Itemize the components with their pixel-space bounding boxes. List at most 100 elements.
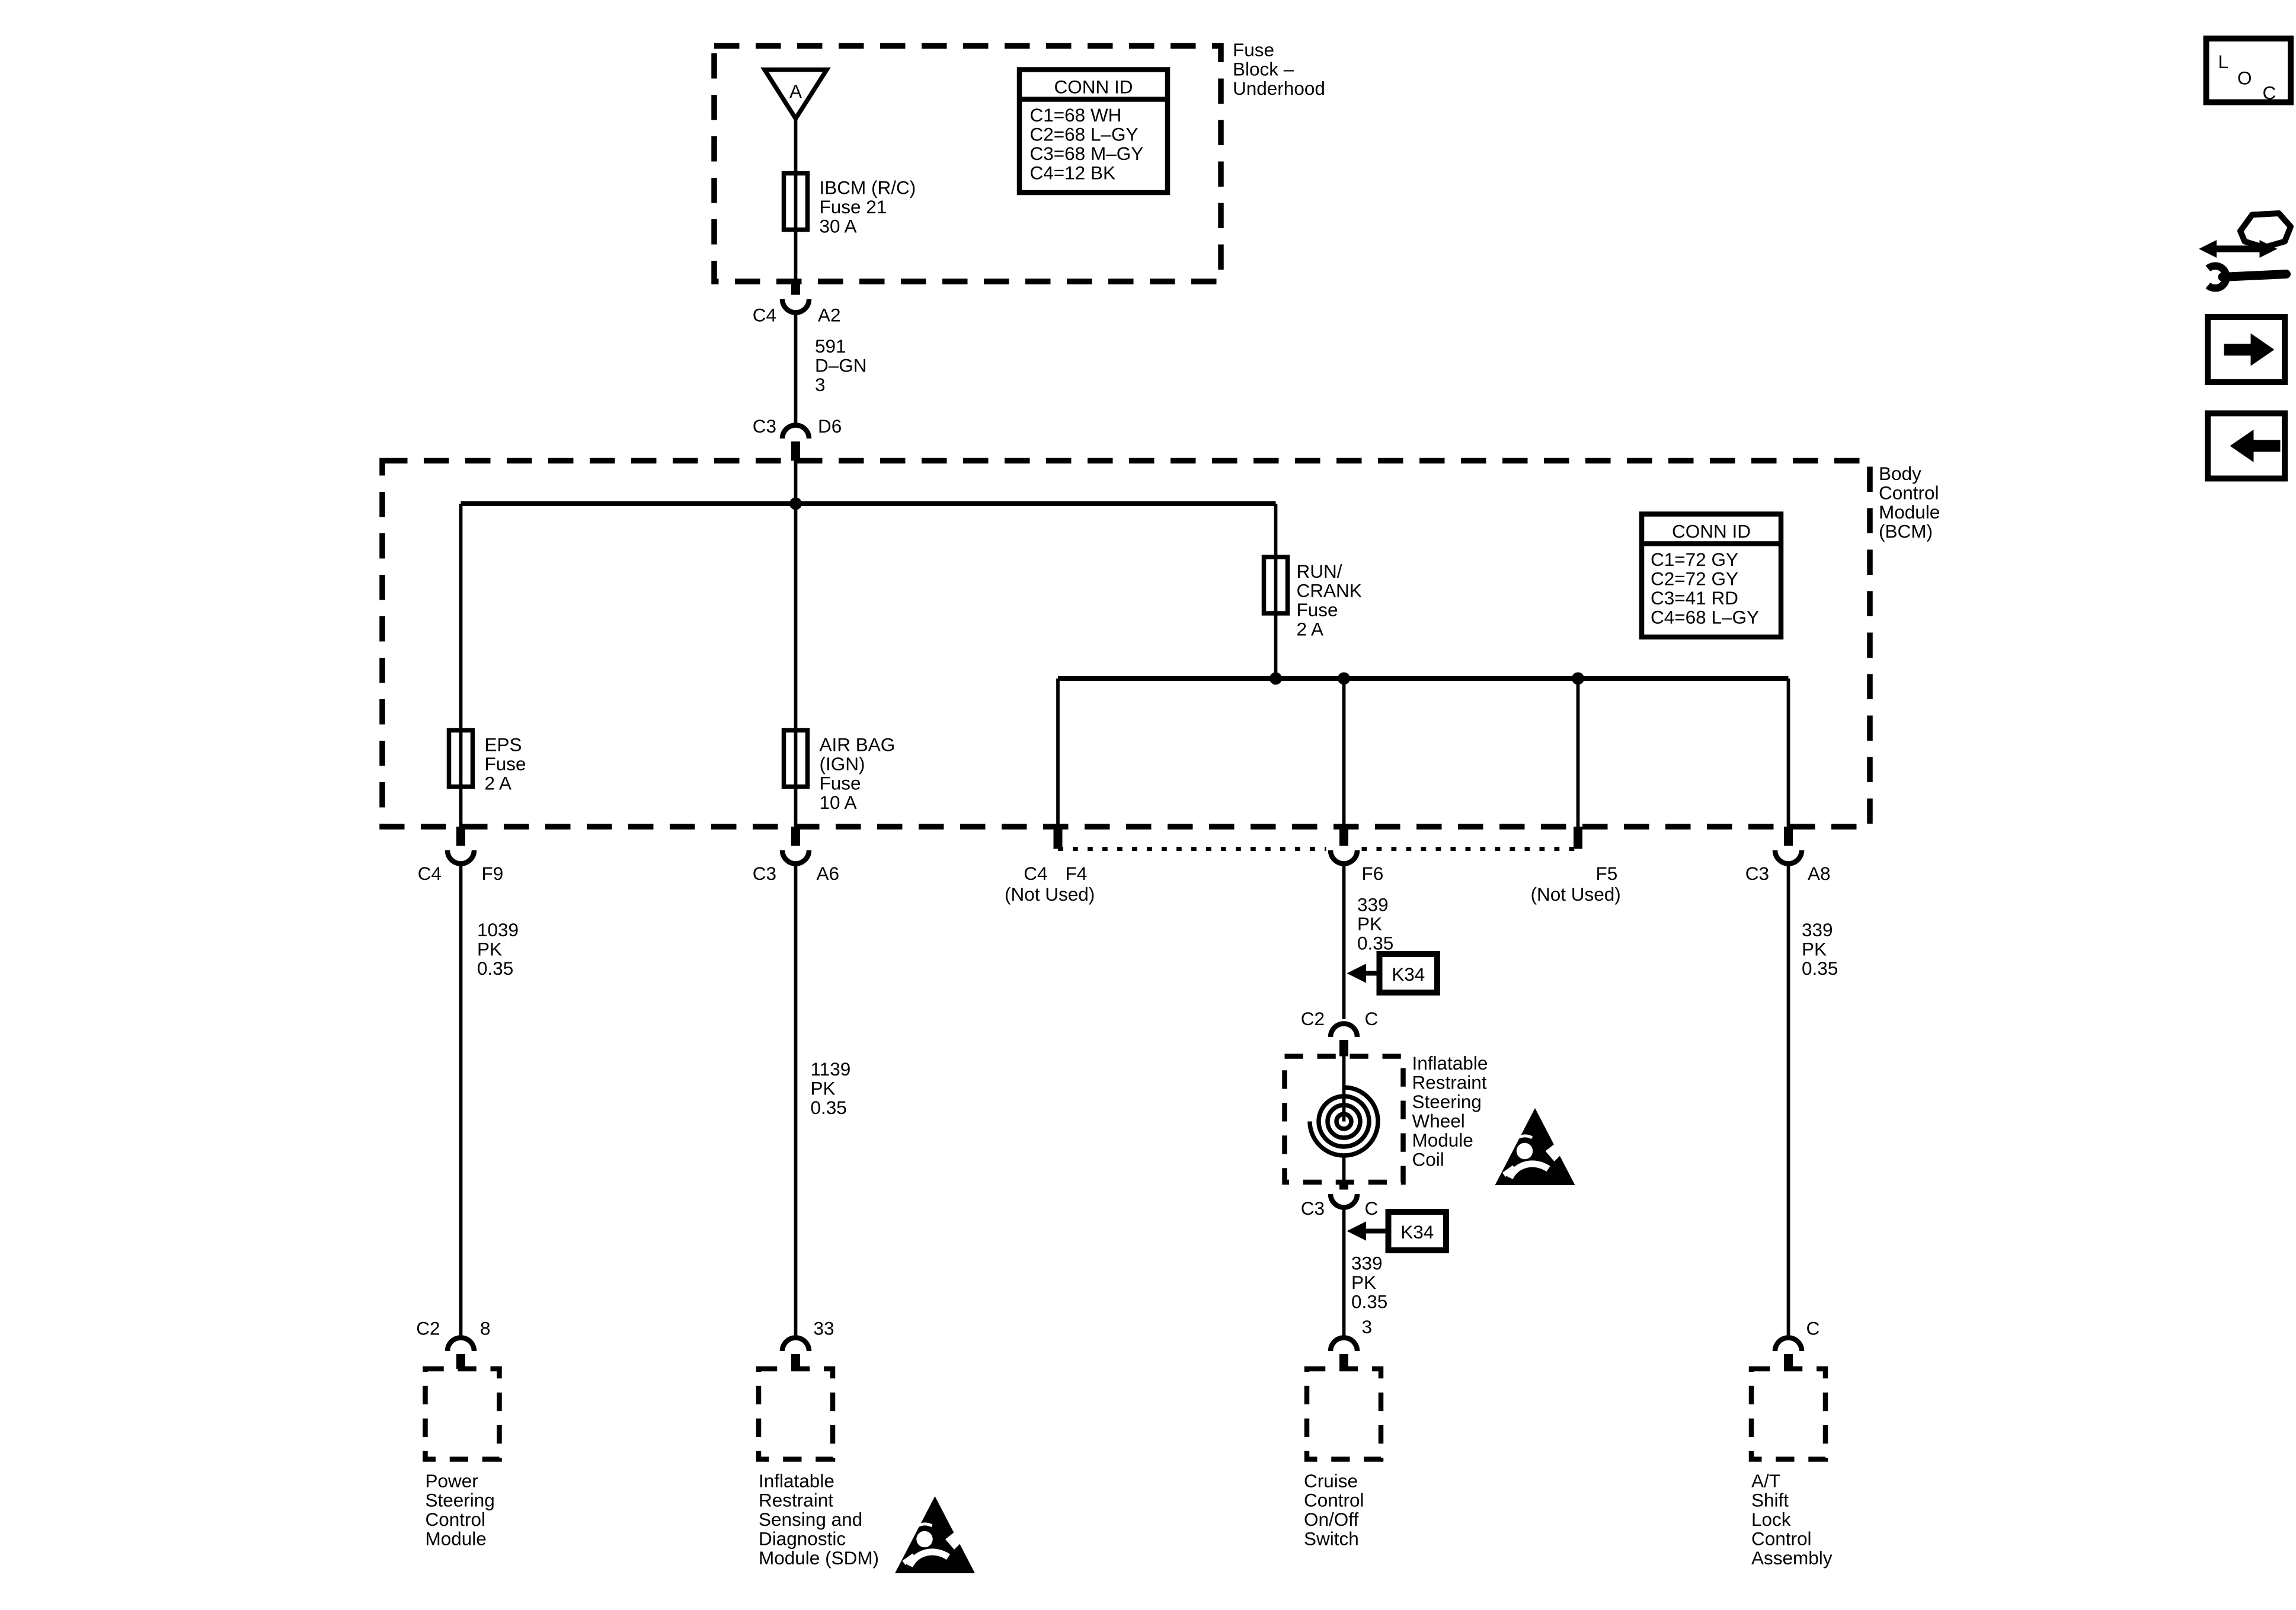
branch-f5-not-used: F5 (Not Used) <box>1531 826 1621 905</box>
connector-arc-c2-8 <box>445 1335 477 1352</box>
module-label: Restraint <box>759 1490 833 1511</box>
module-label: A/T <box>1751 1470 1780 1491</box>
connector-label-left: C2 <box>1301 1008 1325 1029</box>
coil-spiral <box>1334 1112 1354 1131</box>
wire-color: D–GN <box>815 355 867 376</box>
pin-label-left: C2 <box>416 1318 440 1339</box>
eps-fuse-label: EPS <box>485 734 522 755</box>
double-arrow-left-head <box>2199 239 2217 258</box>
fuse-block-title: Underhood <box>1233 78 1325 99</box>
module-label: Assembly <box>1751 1547 1833 1569</box>
wire-circuit-number: 339 <box>1802 919 1833 940</box>
sdm-module-box <box>756 1366 836 1462</box>
wire-circuit-number: 339 <box>1351 1253 1383 1274</box>
conn-id-row: C4=68 L–GY <box>1651 606 1759 628</box>
ibcm-fuse-label: 30 A <box>820 216 857 237</box>
connector-label-left: C3 <box>753 415 776 437</box>
wire-circuit-number: 591 <box>815 335 846 357</box>
air-bag-fuse-label: Fuse <box>820 773 861 794</box>
ibcm-fuse-label: IBCM (R/C) <box>820 177 916 199</box>
conn-id-title: CONN ID <box>1672 520 1751 542</box>
cruise-switch-box <box>1304 1366 1384 1462</box>
module-label: Switch <box>1304 1528 1359 1550</box>
connector-label-left: C4 <box>418 863 442 884</box>
wire-circuit-number: 1139 <box>811 1058 851 1080</box>
nav-icons: L O C <box>2199 35 2294 482</box>
coil-spiral <box>1325 1103 1363 1140</box>
loc-box[interactable] <box>2203 35 2294 105</box>
run-crank-fuse-label: RUN/ <box>1297 561 1342 582</box>
junction-dot <box>1338 672 1350 685</box>
k34-box <box>1385 1208 1450 1253</box>
bcm-title: Body <box>1879 463 1921 484</box>
module-label: On/Off <box>1304 1509 1358 1530</box>
coil-label: Module <box>1412 1129 1473 1151</box>
sir-warning-triangle <box>895 1496 975 1573</box>
wire-circuit-number: 1039 <box>477 919 519 940</box>
connector-arc-c3-c <box>1328 1193 1360 1210</box>
sir-warning-triangle <box>1495 1108 1575 1185</box>
wire-color: PK <box>1351 1272 1376 1293</box>
branch-cruise: F6 339 PK 0.35 K34 C2 C Inflatable Restr… <box>1282 826 1575 1550</box>
connector-arc-c3-a8 <box>1772 850 1805 866</box>
shift-lock-box <box>1748 1366 1828 1462</box>
run-crank-fuse-label: CRANK <box>1297 580 1362 601</box>
k34-box <box>1376 950 1441 996</box>
connector-label-right: A6 <box>817 863 840 884</box>
connector-arc-c <box>1772 1335 1805 1352</box>
conn-id-box <box>1639 511 1784 640</box>
left-arrow-head-icon <box>2230 429 2254 462</box>
connector-arc-c2-c <box>1328 1021 1360 1038</box>
fuse-block-underhood: Fuse Block – Underhood A IBCM (R/C) Fuse… <box>711 39 1325 284</box>
eps-fuse-label: 2 A <box>485 773 512 794</box>
next-page-box[interactable] <box>2205 313 2288 385</box>
connector-label-left: C4 <box>1024 863 1047 884</box>
connector-outline-icon <box>2237 210 2294 251</box>
pin-label-right: C <box>1806 1318 1820 1339</box>
loc-button[interactable]: L O C <box>2203 35 2294 105</box>
wire-circuit-number: 339 <box>1357 894 1389 916</box>
run-crank-fuse-label: 2 A <box>1297 618 1324 639</box>
prev-page-button[interactable] <box>2205 410 2288 482</box>
conn-id-title: CONN ID <box>1054 76 1133 98</box>
connector-label-right: C <box>1365 1008 1379 1029</box>
module-label: Shift <box>1751 1490 1789 1511</box>
connector-label-right: F4 <box>1066 863 1088 884</box>
diagnostic-tool-icon[interactable] <box>2199 210 2294 292</box>
right-arrow-head-icon <box>2250 333 2275 366</box>
connector-label-right: A2 <box>818 305 841 326</box>
connector-arc-3 <box>1328 1335 1360 1352</box>
conn-id-row: C3=41 RD <box>1651 587 1738 609</box>
bcm-title: Control <box>1879 482 1939 503</box>
pin-label-right: 33 <box>814 1318 834 1339</box>
conn-id-row: C1=68 WH <box>1030 104 1122 126</box>
pin-label-right: 8 <box>480 1318 491 1339</box>
module-label: Sensing and <box>759 1509 862 1530</box>
connector-label-right: F6 <box>1362 863 1384 884</box>
connector-label-left: C3 <box>1745 863 1769 884</box>
power-feed-triangle <box>760 67 831 123</box>
loc-letter-l: L <box>2218 51 2229 72</box>
k34-label: K34 <box>1392 964 1425 985</box>
next-page-button[interactable] <box>2205 313 2288 385</box>
loc-letter-c: C <box>2263 82 2276 104</box>
fuse-block-title: Block – <box>1233 59 1294 80</box>
run-crank-fuse-label: Fuse <box>1297 599 1338 620</box>
bcm-dashed-box <box>379 457 1873 830</box>
fuse-block-title: Fuse <box>1233 39 1274 60</box>
connector-label-right: A8 <box>1808 863 1831 884</box>
prev-page-box[interactable] <box>2205 410 2288 482</box>
k34-label: K34 <box>1400 1221 1434 1243</box>
connector-label-left: C3 <box>1301 1198 1325 1219</box>
wire-gauge: 3 <box>815 374 826 395</box>
coil-label: Restraint <box>1412 1072 1487 1093</box>
wire-gauge: 0.35 <box>1357 933 1393 954</box>
wire-color: PK <box>811 1078 836 1099</box>
branch-sdm: C3 A6 1139 PK 0.35 33 Inflatable Restrai… <box>753 826 975 1573</box>
connector-arc-f6 <box>1328 850 1360 866</box>
air-bag-fuse-label: AIR BAG <box>820 734 896 755</box>
wire-gauge: 0.35 <box>1351 1291 1387 1313</box>
coil-spiral <box>1316 1094 1371 1149</box>
